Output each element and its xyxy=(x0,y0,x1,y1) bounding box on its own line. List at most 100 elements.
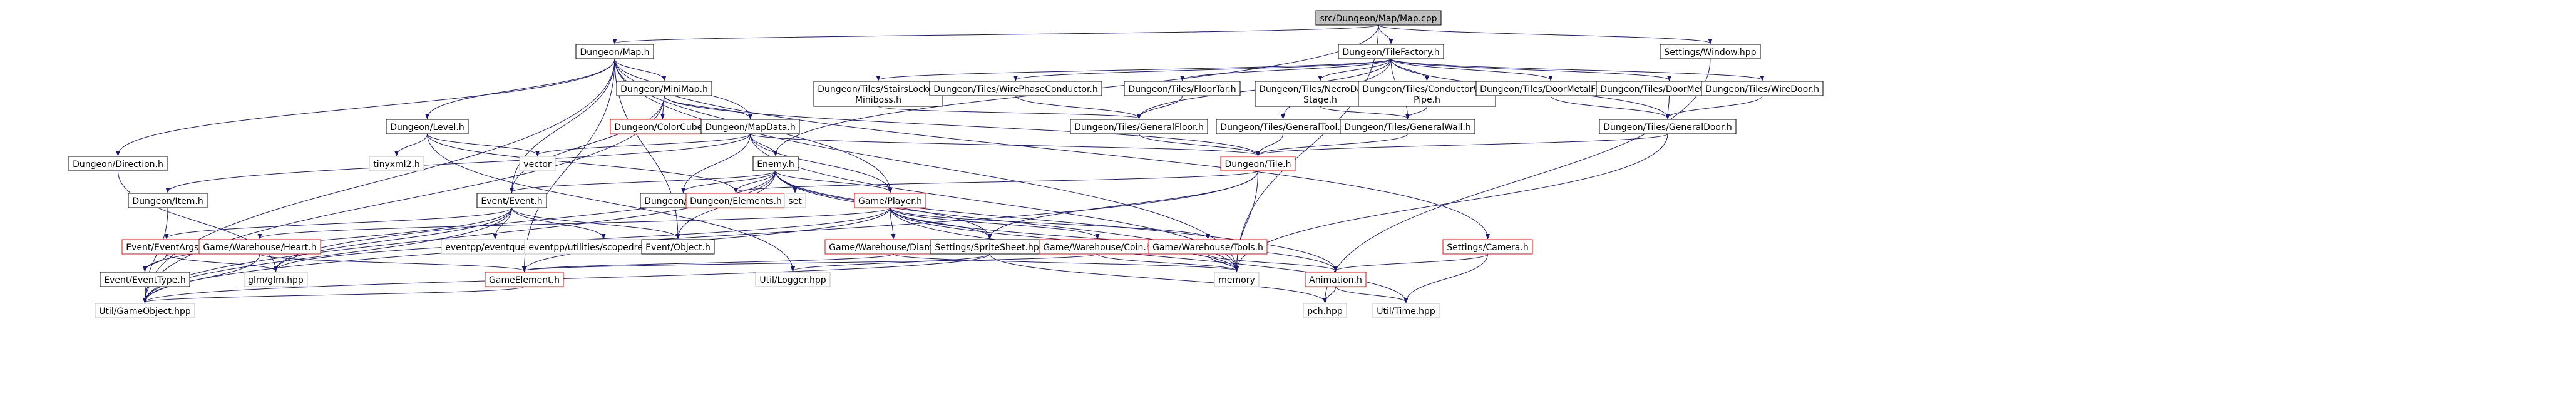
node-label: Event/Object.h xyxy=(645,243,711,253)
node-label: Dungeon/Tiles/WirePhaseConductor.h xyxy=(933,84,1098,94)
node-enemy[interactable]: Enemy.h xyxy=(752,156,799,171)
node-coin[interactable]: Game/Warehouse/Coin.h xyxy=(1039,239,1156,255)
dependency-edge xyxy=(145,253,167,271)
node-tools[interactable]: Game/Warehouse/Tools.h xyxy=(1148,239,1268,255)
node-box xyxy=(95,303,195,318)
node-event[interactable]: Event/Event.h xyxy=(476,193,547,208)
node-label: Dungeon/Tiles/GeneralDoor.h xyxy=(1603,123,1732,133)
dependency-edge xyxy=(1320,106,1408,118)
node-eventtype[interactable]: Event/EventType.h xyxy=(100,272,190,287)
node-label: Dungeon/Tile.h xyxy=(1224,160,1291,170)
dependency-edge xyxy=(427,133,793,271)
node-map_h[interactable]: Dungeon/Map.h xyxy=(575,44,654,59)
node-tilefactory[interactable]: Dungeon/TileFactory.h xyxy=(1338,44,1444,59)
dependency-edge xyxy=(1390,58,1670,80)
node-box xyxy=(1070,119,1208,134)
dependency-edge xyxy=(750,133,891,192)
dependency-edge xyxy=(1237,170,1258,271)
dependency-edge xyxy=(260,207,891,238)
node-genfloor[interactable]: Dungeon/Tiles/GeneralFloor.h xyxy=(1070,119,1208,134)
node-gentool[interactable]: Dungeon/Tiles/GeneralTool.h xyxy=(1216,119,1350,134)
dependency-edge xyxy=(775,170,1237,271)
node-root[interactable]: src/Dungeon/Map/Map.cpp xyxy=(1315,10,1442,26)
node-box xyxy=(1599,119,1737,134)
dependency-edge xyxy=(276,207,512,271)
node-level[interactable]: Dungeon/Level.h xyxy=(386,119,469,134)
node-eventargs[interactable]: Event/EventArgs.h xyxy=(121,239,212,255)
dependency-edge xyxy=(1015,95,1139,118)
node-tile[interactable]: Dungeon/Tile.h xyxy=(1220,156,1296,171)
dependency-edge xyxy=(145,95,665,302)
node-doorfront[interactable]: Dungeon/Tiles/DoorMetalFront.h xyxy=(1475,81,1626,96)
node-elements[interactable]: Dungeon/Elements.h xyxy=(685,193,786,208)
dependency-edge xyxy=(118,170,276,271)
dependency-edge xyxy=(893,253,1237,271)
node-genwall[interactable]: Dungeon/Tiles/GeneralWall.h xyxy=(1340,119,1475,134)
dependency-edge xyxy=(1139,133,1258,155)
node-camera[interactable]: Settings/Camera.h xyxy=(1442,239,1533,255)
node-label: Settings/Camera.h xyxy=(1447,243,1528,253)
dependency-edge xyxy=(538,133,751,155)
node-label: Game/Warehouse/Tools.h xyxy=(1152,243,1263,253)
node-box xyxy=(1305,272,1367,287)
node-box xyxy=(1701,81,1824,96)
node-colorcube[interactable]: Dungeon/ColorCube.h xyxy=(610,119,716,134)
node-memory: memory xyxy=(1214,272,1260,287)
dependency-edge xyxy=(750,133,1258,155)
node-label: Miniboss.h xyxy=(855,95,901,105)
node-animation[interactable]: Animation.h xyxy=(1305,272,1367,287)
dependency-edge xyxy=(1408,106,1427,118)
node-label: Dungeon/Tiles/GeneralWall.h xyxy=(1344,123,1471,133)
node-heart[interactable]: Game/Warehouse/Heart.h xyxy=(198,239,321,255)
dependency-edge xyxy=(1139,95,1183,118)
node-floortar[interactable]: Dungeon/Tiles/FloorTar.h xyxy=(1124,81,1241,96)
node-label: pch.hpp xyxy=(1307,307,1343,317)
node-item[interactable]: Dungeon/Item.h xyxy=(128,193,208,208)
dependency-edge xyxy=(512,58,615,192)
node-direction[interactable]: Dungeon/Direction.h xyxy=(68,156,168,171)
node-label: eventpp/utilities/scopedremover.h xyxy=(528,243,678,253)
node-spritesheet[interactable]: Settings/SpriteSheet.hpp xyxy=(930,239,1049,255)
dependency-edge xyxy=(525,253,1098,271)
node-label: Game/Warehouse/Heart.h xyxy=(203,243,316,253)
dependency-edge xyxy=(145,170,1258,302)
dependency-edge xyxy=(614,58,664,80)
node-label: Game/Warehouse/Diamond.h xyxy=(829,243,957,253)
dependency-edge xyxy=(1183,58,1392,80)
dependency-edge xyxy=(1258,133,1668,155)
node-label: Dungeon/Tiles/NecroDancer xyxy=(1259,84,1382,94)
node-mapdata[interactable]: Dungeon/MapData.h xyxy=(700,119,800,134)
dependency-edge xyxy=(1097,253,1237,271)
node-box xyxy=(1358,81,1496,107)
dependency-edge xyxy=(1325,58,1711,302)
node-minimap[interactable]: Dungeon/MiniMap.h xyxy=(616,81,712,96)
node-window[interactable]: Settings/Window.hpp xyxy=(1660,44,1761,59)
node-box xyxy=(68,156,168,171)
dependency-edge xyxy=(145,207,168,302)
node-box xyxy=(784,193,806,208)
dependency-edge xyxy=(1378,24,1391,43)
dependency-edge xyxy=(1237,24,1379,271)
node-wirephase[interactable]: Dungeon/Tiles/WirePhaseConductor.h xyxy=(929,81,1102,96)
dependency-edge xyxy=(1258,133,1283,155)
node-label: Game/Player.h xyxy=(858,196,922,206)
dependency-edge xyxy=(145,207,512,271)
dependency-edge xyxy=(259,253,525,271)
node-gendoor[interactable]: Dungeon/Tiles/GeneralDoor.h xyxy=(1599,119,1737,134)
node-label: Dungeon/MapData.h xyxy=(705,123,795,133)
node-gameelement[interactable]: GameElement.h xyxy=(485,272,564,287)
dependency-edge xyxy=(145,286,525,302)
node-label: Event/EventType.h xyxy=(104,275,185,285)
dependency-edge xyxy=(890,207,1406,302)
node-logger: Util/Logger.hpp xyxy=(755,272,831,287)
node-wiredoor[interactable]: Dungeon/Tiles/WireDoor.h xyxy=(1701,81,1824,96)
node-time: Util/Time.hpp xyxy=(1372,303,1440,318)
node-vector: vector xyxy=(519,156,556,171)
node-player[interactable]: Game/Player.h xyxy=(854,193,926,208)
dependency-edge xyxy=(684,170,776,192)
node-object[interactable]: Event/Object.h xyxy=(641,239,715,255)
node-label: Dungeon/Tiles/FloorTar.h xyxy=(1128,84,1236,94)
